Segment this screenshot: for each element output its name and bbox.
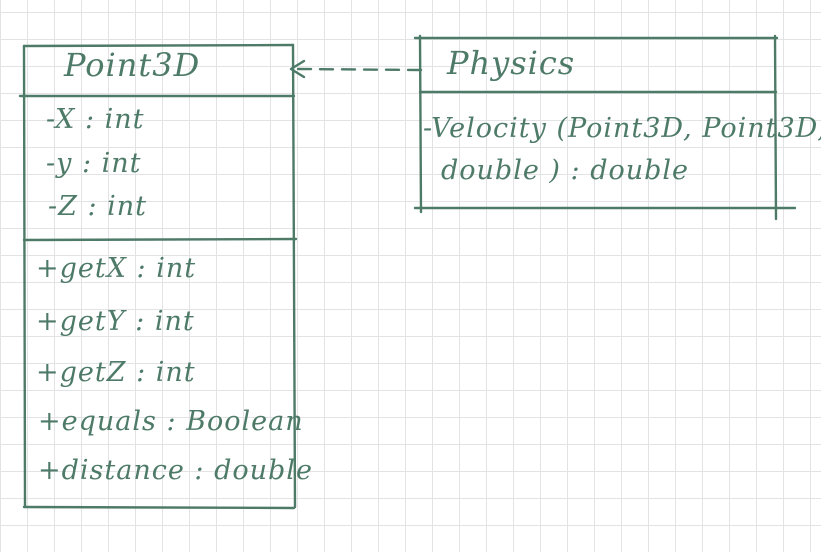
- point3d-class-box: [18, 43, 298, 510]
- point3d-method-getx: +getX : int: [36, 253, 197, 284]
- point3d-method-gety: +getY : int: [36, 306, 195, 337]
- point3d-class-name: Point3D: [64, 46, 201, 84]
- point3d-method-distance: +distance : double: [38, 455, 313, 486]
- point3d-attribute-y: -y : int: [46, 148, 142, 179]
- point3d-attribute-x: -X : int: [46, 104, 145, 135]
- dependency-arrow: [289, 59, 423, 79]
- physics-method-velocity-line2: double ) : double: [441, 155, 690, 186]
- physics-class-name: Physics: [447, 44, 576, 82]
- point3d-attribute-divider: [22, 237, 298, 242]
- physics-method-velocity-line1: -Velocity (Point3D, Point3D,: [423, 113, 821, 144]
- point3d-method-getz: +getZ : int: [36, 357, 196, 388]
- point3d-attribute-z: -Z : int: [48, 191, 148, 222]
- physics-class-box: [413, 34, 797, 221]
- point3d-method-equals: +equals : Boolean: [38, 406, 304, 437]
